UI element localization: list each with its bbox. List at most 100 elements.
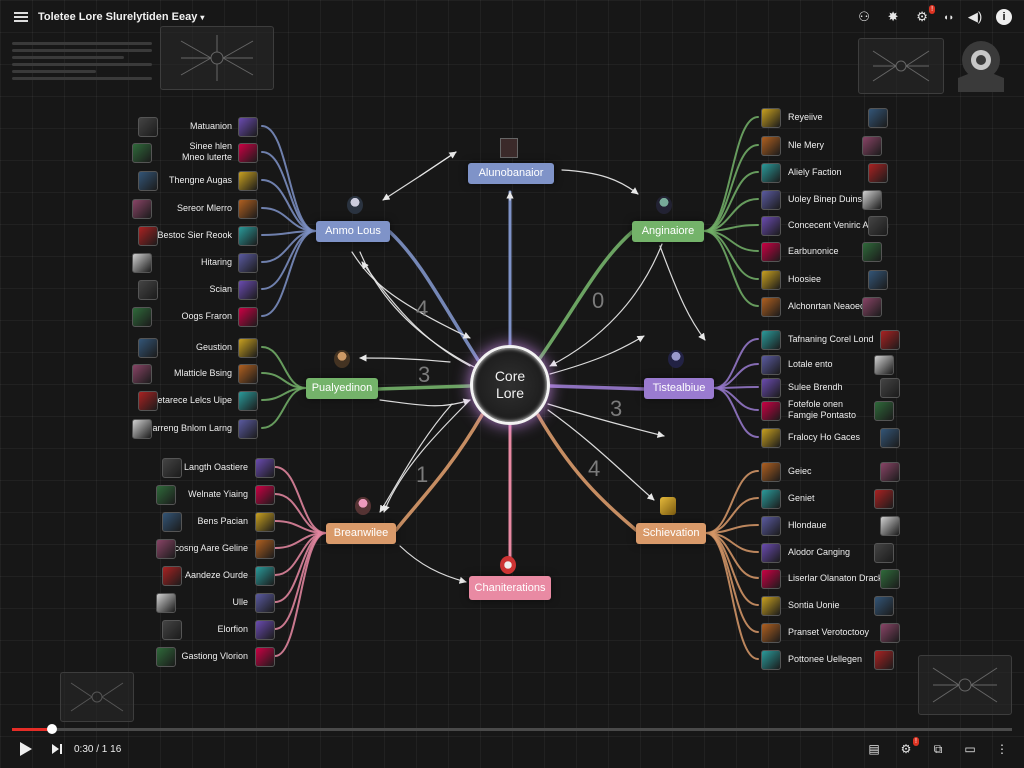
character-thumbnail-icon <box>761 428 781 448</box>
link-line <box>379 403 453 513</box>
emblem-icon <box>660 497 676 515</box>
leaf-node[interactable]: Aliely Faction <box>788 167 842 178</box>
leaf-node[interactable]: Matuanion <box>190 121 232 132</box>
leaf-node[interactable]: Hoosiee <box>788 274 821 285</box>
leaf-label: Earbunonice <box>788 245 839 256</box>
leaf-node[interactable]: Sulee Brendh <box>788 382 843 393</box>
link-line <box>274 532 327 657</box>
link-line <box>379 398 471 407</box>
theater-icon[interactable]: ▭ <box>964 742 976 756</box>
leaf-node[interactable]: Hlondaue <box>788 520 827 531</box>
leaf-node[interactable]: Pranset Verotoctooy <box>788 627 869 638</box>
leaf-node[interactable]: Ulle <box>232 597 248 608</box>
character-thumbnail-icon <box>761 270 781 290</box>
leaf-node[interactable]: Earbunonice <box>788 246 839 257</box>
leaf-node[interactable]: Sontia Uonie <box>788 600 840 611</box>
character-thumbnail-icon <box>868 216 888 236</box>
video-title[interactable]: Toletee Lore Slurelytiden Eeay ▾ <box>38 11 204 23</box>
settings-icon[interactable]: ⚙! <box>900 737 919 756</box>
leaf-node[interactable]: Bens Pacian <box>197 516 248 527</box>
character-thumbnail-icon <box>874 543 894 563</box>
play-icon[interactable] <box>20 742 32 756</box>
character-thumbnail-icon <box>761 401 781 421</box>
mini-map-thumbnail <box>160 26 274 90</box>
character-thumbnail-icon <box>132 307 152 327</box>
character-thumbnail-icon <box>132 253 152 273</box>
leaf-label: Bens Pacian <box>197 515 248 526</box>
link-line <box>548 384 646 391</box>
leaf-node[interactable]: Fralocy Ho Gaces <box>788 432 860 443</box>
edge-weight: 3 <box>610 396 623 421</box>
leaf-node[interactable]: Scian <box>209 284 232 295</box>
sun-icon[interactable]: ✸ <box>887 9 899 24</box>
hub-bottom[interactable]: Chaniterations <box>469 576 551 600</box>
leaf-node[interactable]: Reyeiive <box>788 112 823 123</box>
info-icon[interactable]: i <box>996 9 1012 25</box>
character-thumbnail-icon <box>255 593 275 613</box>
character-thumbnail-icon <box>761 330 781 350</box>
character-thumbnail-icon <box>255 647 275 667</box>
leaf-node[interactable]: Thengne Augas <box>169 175 232 186</box>
miniplayer-icon[interactable]: ⧉ <box>933 742 943 756</box>
hub-left-upper[interactable]: Anmo Lous <box>316 221 390 242</box>
video-title-text: Toletee Lore Slurelytiden Eeay <box>38 11 198 23</box>
character-thumbnail-icon <box>761 378 781 398</box>
leaf-node[interactable]: Alodor Canging <box>788 547 850 558</box>
leaf-node[interactable]: Gastiong Vlorion <box>181 651 248 662</box>
hub-top[interactable]: Alunobanaior <box>468 163 554 184</box>
menu-icon[interactable] <box>14 12 28 22</box>
link-line <box>274 466 327 534</box>
leaf-node[interactable]: Aandeze Ourde <box>185 570 248 581</box>
hub-right-middle[interactable]: Tistealbiue <box>644 378 714 399</box>
leaf-node[interactable]: Geniet <box>788 493 815 504</box>
character-thumbnail-icon <box>761 136 781 156</box>
captions-icon[interactable]: ▤ <box>868 742 880 756</box>
mini-map-thumbnail <box>858 38 944 94</box>
autoplay-icon[interactable]: ◖◗ <box>943 12 954 22</box>
expand-icon[interactable]: ▾ <box>200 13 205 22</box>
leaf-node[interactable]: Welnate Yiaing <box>188 489 248 500</box>
leaf-node[interactable]: Lotale ento <box>788 359 833 370</box>
leaf-label: Famgie Pontasto <box>788 410 857 420</box>
leaf-node[interactable]: Mlatticle Bsing <box>174 368 232 379</box>
settings-icon[interactable]: ⚙! <box>916 5 936 24</box>
character-thumbnail-icon <box>868 163 888 183</box>
leaf-node[interactable]: Uoley Binep Duins <box>788 194 862 205</box>
leaf-node[interactable]: Geiec <box>788 466 812 477</box>
hd-badge: ! <box>913 737 919 746</box>
leaf-node[interactable]: Cetarece Lelcs Uipe <box>151 395 232 406</box>
character-portrait-icon <box>355 497 371 515</box>
leaf-label: Elorfion <box>217 623 248 634</box>
leaf-node[interactable]: Elorfion <box>217 624 248 635</box>
next-icon[interactable] <box>52 744 62 754</box>
leaf-node[interactable]: Pottonee Uellegen <box>788 654 862 665</box>
hub-right-lower[interactable]: Schievation <box>636 523 706 544</box>
leaf-node[interactable]: Liserlar Olanaton Drack <box>788 573 883 584</box>
leaf-node[interactable]: Oogs Fraron <box>181 311 232 322</box>
leaf-node[interactable]: Langth Oastiere <box>184 462 248 473</box>
volume-icon[interactable]: ◀) <box>967 9 983 24</box>
hub-right-upper[interactable]: Anginaiore <box>632 221 704 242</box>
leaf-node[interactable]: Vlcosng Aare Geline <box>166 543 248 554</box>
seek-bar[interactable] <box>12 724 1012 734</box>
leaf-node[interactable]: Hitaring <box>201 257 232 268</box>
character-thumbnail-icon <box>880 330 900 350</box>
leaf-node[interactable]: Concecent Veniric Abdon <box>788 220 889 231</box>
leaf-node[interactable]: Nle Mery <box>788 140 824 151</box>
leaf-node[interactable]: Geustion <box>196 342 232 353</box>
leaf-node[interactable]: Dharreng Bnlom Larng <box>141 423 232 434</box>
leaf-node[interactable]: Tafnaning Corel Lond <box>788 334 874 345</box>
hub-left-middle[interactable]: Pualyedinon <box>306 378 378 399</box>
leaf-node[interactable]: Alchonrtan Neaoec <box>788 301 865 312</box>
people-icon[interactable]: ⚇ <box>858 9 870 24</box>
leaf-node[interactable]: Bestoc Sier Reook <box>157 230 232 241</box>
seek-bar-handle[interactable] <box>47 724 57 734</box>
leaf-node[interactable]: Sereor Mlerro <box>177 203 232 214</box>
hub-left-lower[interactable]: Breanwilee <box>326 523 396 544</box>
more-options-icon[interactable]: ⋮ <box>996 742 1008 756</box>
character-thumbnail-icon <box>138 171 158 191</box>
